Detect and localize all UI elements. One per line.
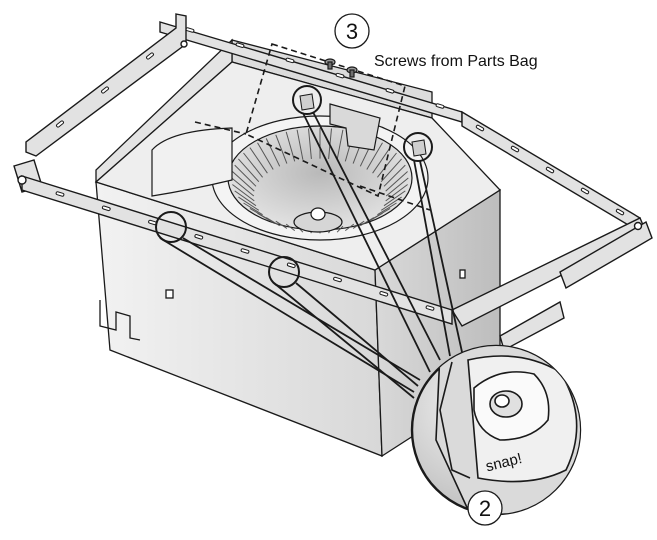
rail-slot (285, 57, 295, 64)
blower-blade (360, 217, 375, 227)
blower-blade (336, 225, 344, 233)
rail-slot (101, 86, 109, 94)
rail-slot (333, 276, 342, 283)
snap-tab-markers (155, 85, 433, 288)
blower-blade (243, 152, 263, 178)
rail-slot (425, 305, 435, 311)
step-3-number: 3 (346, 19, 358, 44)
rail-slot (475, 124, 485, 132)
blower-blade (308, 128, 312, 159)
hanger-bar-frame (13, 13, 653, 352)
blower-blade (249, 147, 268, 174)
blower-blade (232, 171, 255, 192)
blower-blade (238, 196, 260, 211)
blower-blade (243, 202, 263, 216)
rail-slot (235, 42, 245, 48)
snap-detail-zoom: snap! (410, 344, 582, 516)
blower-blade (285, 223, 296, 231)
rail-slot (185, 27, 195, 33)
blower-blade (385, 184, 408, 202)
rail-slot (286, 262, 296, 269)
screw-detail-callout (194, 42, 431, 211)
rail-slot (335, 72, 345, 79)
blower-blade (275, 220, 288, 229)
rail-slot (510, 145, 520, 153)
blower-blade (234, 164, 257, 187)
blower-blade (336, 129, 344, 160)
blower-blade (385, 171, 408, 192)
blower-blade (383, 164, 406, 187)
rail-slot (435, 103, 445, 109)
rail-slot (55, 191, 65, 197)
blower-blade (344, 223, 355, 231)
rail-slot (385, 88, 395, 94)
snap-tab-marker (155, 211, 187, 243)
blower-blade (380, 158, 402, 183)
blower-blade (249, 207, 268, 220)
rail-slot (545, 166, 555, 174)
blower-blade (231, 177, 255, 197)
rail-slot (580, 187, 590, 195)
rail-slot (101, 205, 111, 212)
blower-blade (238, 158, 260, 183)
step-2-callout: 2 (467, 490, 503, 526)
snap-tab-marker (268, 256, 300, 288)
blower-blade (366, 142, 383, 170)
blower-blade (285, 131, 296, 162)
screw-icon (324, 58, 336, 70)
rail-slot (146, 52, 154, 60)
blower-blade (383, 190, 406, 207)
blower-blade (265, 217, 280, 227)
rail-slot (615, 208, 625, 216)
rail-slot (56, 120, 64, 128)
rail-slots (55, 27, 625, 311)
blower-blade (372, 147, 391, 174)
rail-slot (240, 248, 250, 254)
rail-slot (379, 291, 389, 297)
blower-blade (275, 134, 288, 164)
snap-tab-marker (403, 132, 433, 162)
step-3-label: Screws from Parts Bag (374, 53, 538, 70)
rail-slot (194, 234, 204, 240)
blower-blade (296, 129, 304, 160)
blower-blade (377, 152, 397, 178)
blower-blade (257, 142, 274, 170)
blower-blade (377, 202, 397, 216)
step-2-number: 2 (479, 496, 491, 521)
blower-blade (232, 184, 255, 202)
step-3-callout: 3 (334, 13, 370, 49)
blower-blade (234, 190, 257, 207)
leader-lines (159, 111, 463, 399)
blower-blade (265, 138, 281, 167)
snap-tab-marker (292, 85, 322, 115)
blower-blade (385, 177, 409, 197)
screw-icon (346, 66, 358, 78)
